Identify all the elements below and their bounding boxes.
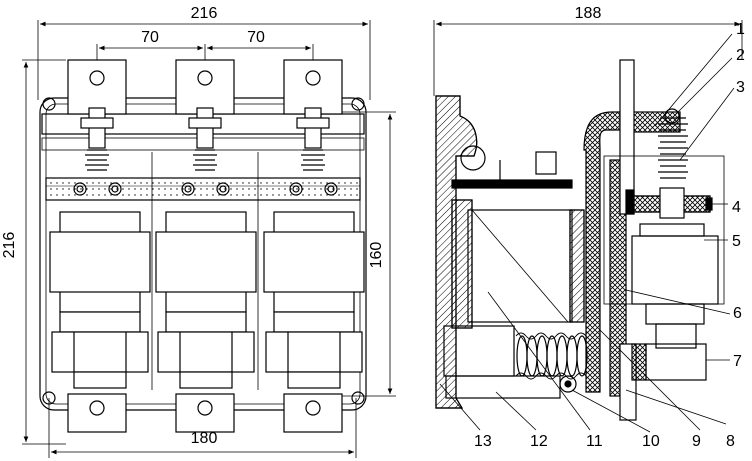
dim-label-mounting-width: 180 [191,430,218,447]
dim-label-mounting-height: 160 [368,242,385,269]
dim-label-overall-height: 216 [1,232,18,259]
terminal-top-1 [67,59,127,115]
armature-plate [569,209,585,323]
callout-13: 13 [474,433,492,450]
dim-overall-depth: 188 [433,5,743,96]
dim-overall-height: 216 [1,59,66,445]
side-view: 188 [433,5,745,450]
callout-12: 12 [530,433,548,450]
callouts [439,33,735,433]
pole-2 [155,59,257,433]
pole-3 [263,59,365,433]
dim-mounting-width: 180 [48,398,357,458]
terminal-bottom-2 [175,393,235,433]
terminal-top-2 [175,59,235,115]
dim-overall-width: 216 [37,5,371,100]
dim-label-overall-depth: 188 [575,5,602,22]
callout-11: 11 [586,433,603,450]
callout-4: 4 [732,199,741,216]
contact-spring [658,117,688,179]
callout-3: 3 [736,79,745,96]
terminal-screw-top-2 [197,70,213,86]
terminal-screw-top-1 [89,70,105,86]
callout-5: 5 [732,233,741,250]
callout-2: 2 [736,47,745,64]
callout-9: 9 [692,433,701,450]
terminal-screw-bottom-1 [89,400,105,416]
mount-hole-bl [42,391,56,405]
contact-spring-1 [85,149,109,171]
core-1 [51,331,149,373]
terminal-screw-bottom-2 [197,400,213,416]
core-2 [157,331,255,373]
contact-spring-3 [301,149,325,171]
yoke-left [451,199,473,329]
mount-hole-tr [351,97,365,111]
stop-screw [664,108,680,124]
callout-8: 8 [726,433,735,450]
aux-lamp [460,145,486,171]
front-view: 216 70 70 216 160 [1,5,396,458]
dim-label-pitch-2: 70 [247,29,265,46]
dim-mounting-height: 160 [340,111,396,397]
terminal-top-3 [283,59,343,115]
return-spring [516,335,588,377]
aux-bracket [451,179,573,189]
aux-switch [535,151,557,175]
bottom-bar [445,375,561,399]
terminal-bottom-1 [67,393,127,433]
dim-label-pitch-1: 70 [141,29,159,46]
contact-spring-2 [193,149,217,171]
core-3 [265,331,363,373]
terminal-screw-bottom-3 [305,400,321,416]
callout-labels: 1 2 3 4 5 6 7 8 9 10 11 12 13 [474,21,745,450]
callout-7: 7 [733,353,742,370]
insulating-frame [583,111,621,393]
dim-pole-pitch: 70 70 [96,29,314,60]
terminal-bottom-3 [283,393,343,433]
arc-shield [609,159,627,397]
dim-label-overall-width: 216 [191,5,218,22]
terminal-screw-top-3 [305,70,321,86]
terminal-block [645,343,707,381]
callout-1: 1 [736,21,745,38]
insulation-strip [45,177,361,201]
mount-hole-br [351,391,365,405]
mount-hole-tl [42,97,56,111]
static-core [631,235,719,305]
pole-1 [49,59,151,433]
top-insulator [631,111,681,133]
callout-10: 10 [642,433,660,450]
pivot [559,375,577,393]
callout-6: 6 [733,305,742,322]
